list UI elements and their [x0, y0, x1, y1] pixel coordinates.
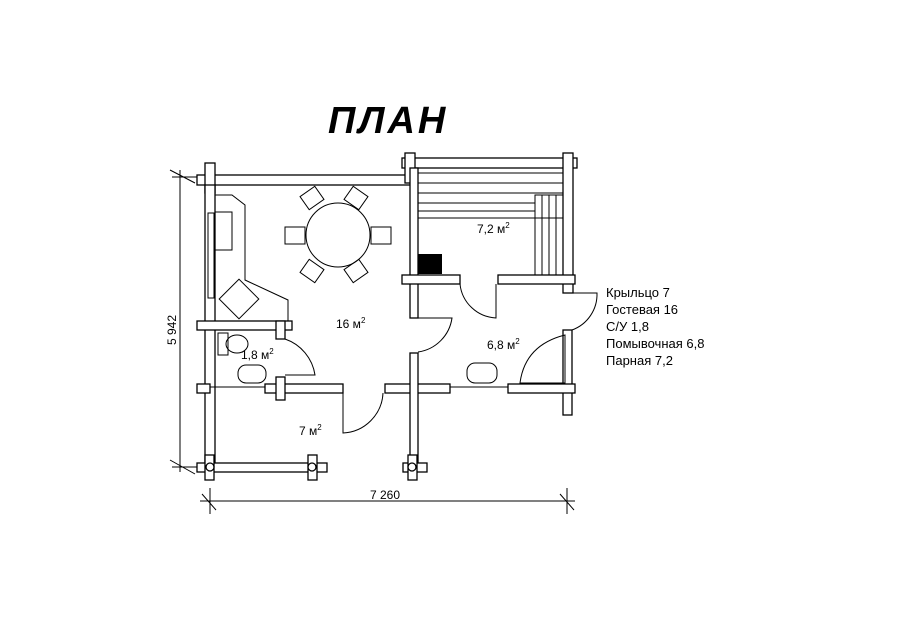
dimension-width	[200, 488, 575, 514]
room-label-sauna: 7,2 м2	[477, 221, 510, 236]
legend-item: Помывочная 6,8	[606, 336, 705, 351]
legend-item: Парная 7,2	[606, 353, 673, 368]
sauna-benches	[417, 172, 564, 276]
room-label-wc: 1,8 м2	[241, 347, 274, 362]
dining-table	[284, 185, 392, 284]
dimension-height	[169, 169, 200, 475]
room-label-living: 16 м2	[336, 316, 366, 331]
plan-title: ПЛАН	[328, 100, 449, 142]
legend-item: Крыльцо 7	[606, 285, 670, 300]
sanitary-fixtures	[217, 332, 566, 384]
room-label-porch: 7 м2	[299, 423, 322, 438]
area-legend: Крыльцо 7 Гостевая 16 С/У 1,8 Помывочная…	[606, 284, 704, 369]
doors	[284, 283, 598, 434]
legend-item: С/У 1,8	[606, 319, 649, 334]
walls	[196, 152, 578, 481]
legend-item: Гостевая 16	[606, 302, 679, 317]
room-label-wash: 6,8 м2	[487, 337, 520, 352]
kitchen-counter	[207, 194, 289, 321]
dimension-height-label: 5 942	[165, 315, 179, 345]
stove-icon	[418, 254, 442, 274]
dimension-width-label: 7 260	[370, 488, 400, 502]
